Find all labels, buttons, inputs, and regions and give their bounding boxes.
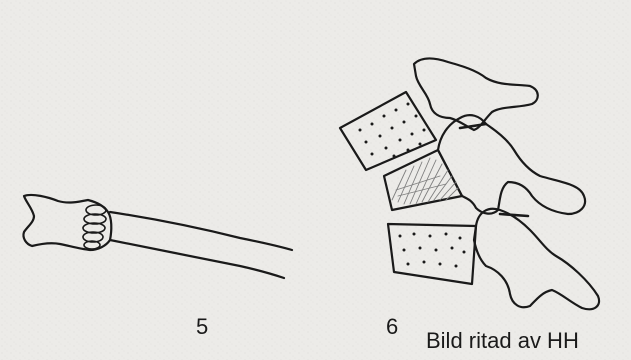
vertebra-body-bottom	[388, 224, 476, 284]
figure-5-bone	[23, 195, 292, 278]
figure-6-label: 6	[386, 316, 398, 338]
joint-line-2	[500, 214, 528, 216]
vertebra-bottom-dots	[399, 233, 466, 268]
vertebra-arch-middle	[438, 115, 585, 214]
vertebra-arch-bottom	[474, 209, 599, 309]
vertebra-middle-shading	[392, 158, 458, 204]
figure-6-vertebrae	[340, 59, 599, 310]
figure-5-bone-shaft-top	[110, 212, 292, 250]
vertebra-arch-top	[414, 59, 538, 131]
illustration-credit: Bild ritad av HH	[426, 330, 579, 352]
figure-5-bone-shaft-bottom	[110, 240, 284, 278]
figure-5-label: 5	[196, 316, 208, 338]
figure-5-coil	[83, 205, 106, 249]
